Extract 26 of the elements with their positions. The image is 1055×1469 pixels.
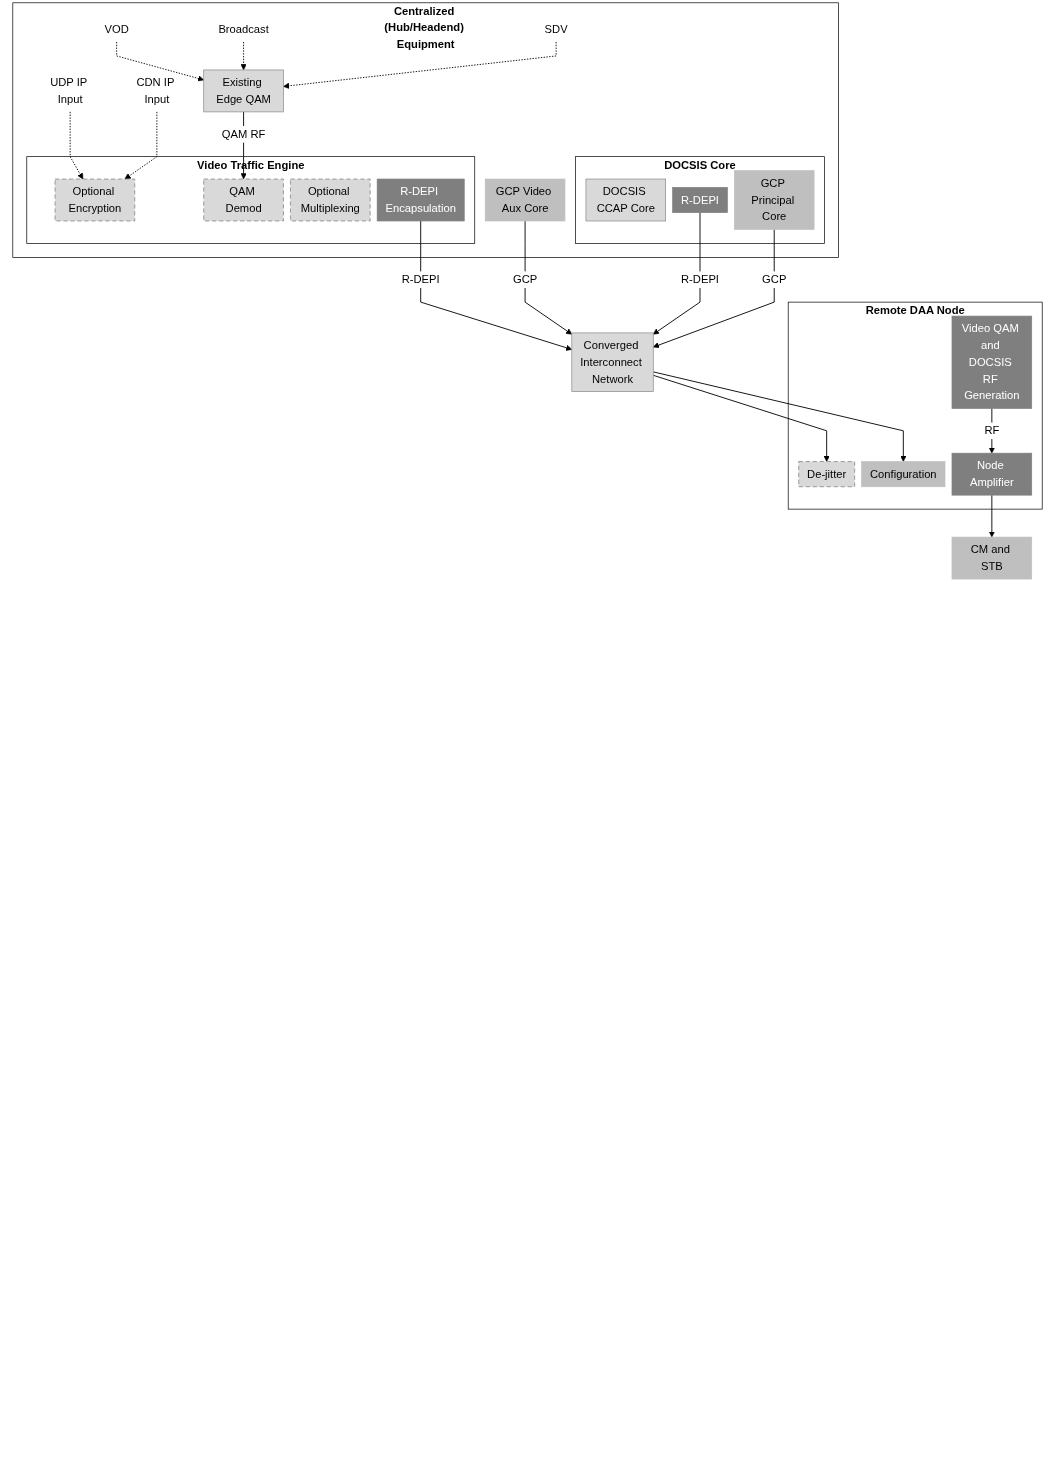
node-box: Existing Edge QAM	[203, 69, 284, 113]
node-box: R-DEPI	[672, 187, 728, 213]
node-box: CM and STB	[951, 536, 1033, 580]
node-box: Optional Encryption	[54, 178, 136, 222]
node-box: DOCSIS CCAP Core	[585, 178, 666, 222]
node-text: SDV	[544, 23, 568, 35]
node-text: UDP IP Input	[50, 76, 88, 105]
edge-label: R-DEPI	[401, 273, 440, 286]
node-box: Configuration	[861, 461, 946, 488]
node-box: De-jitter	[798, 461, 855, 488]
edge-label: GCP	[512, 273, 538, 286]
node-box: Optional Multiplexing	[290, 178, 371, 222]
edge-label: R-DEPI	[681, 273, 719, 286]
node-box: R-DEPI Encapsulation	[376, 178, 465, 222]
node-text: Broadcast	[218, 23, 269, 35]
edge-label: QAM RF	[221, 127, 266, 140]
edge-label: GCP	[762, 273, 787, 286]
node-text: CDN IP Input	[136, 76, 175, 105]
edge-label: RF	[984, 424, 1000, 437]
node-text: VOD	[104, 23, 129, 35]
node-box: GCP Video Aux Core	[484, 178, 566, 222]
node-box: Converged Interconnect Network	[571, 332, 654, 392]
node-box: GCP Principal Core	[734, 170, 815, 230]
node-box: QAM Demod	[203, 178, 284, 222]
node-box: Node Amplifier	[951, 452, 1033, 496]
node-box: Video QAM and DOCSIS RF Generation	[951, 315, 1033, 409]
